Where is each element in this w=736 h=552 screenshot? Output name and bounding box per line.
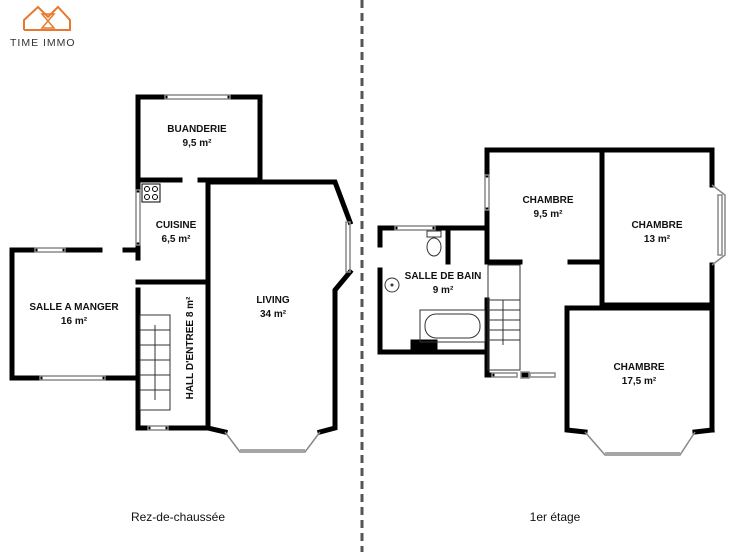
room-name: CHAMBRE <box>522 195 574 206</box>
room-area: 6,5 m² <box>161 234 191 245</box>
first-floor-caption: 1er étage <box>529 510 581 524</box>
room-area: 9,5 m² <box>533 209 563 220</box>
room-name: SALLE DE BAIN <box>404 271 482 282</box>
room-chambre-2: CHAMBRE 13 m² <box>631 219 682 247</box>
room-area: 16 m² <box>60 316 88 327</box>
room-buanderie: BUANDERIE 9,5 m² <box>167 123 226 151</box>
toilet-icon <box>426 230 442 257</box>
room-area: 13 m² <box>643 234 671 245</box>
first-floor-windows <box>394 174 726 456</box>
ground-floor-caption: Rez-de-chaussée <box>130 510 226 524</box>
room-salle-de-bain: SALLE DE BAIN 9 m² <box>405 270 482 298</box>
room-chambre-3: CHAMBRE 17,5 m² <box>613 361 664 389</box>
room-area: 9 m² <box>432 285 454 296</box>
room-name: CHAMBRE <box>613 362 665 373</box>
sink-icon <box>384 277 400 293</box>
room-area: 9,5 m² <box>182 138 212 149</box>
room-name: LIVING <box>256 295 290 306</box>
stove-icon <box>141 183 161 203</box>
room-name: SALLE A MANGER <box>29 302 119 313</box>
ground-floor-stairs <box>139 314 171 411</box>
room-cuisine: CUISINE 6,5 m² <box>156 219 197 247</box>
logo-icon <box>23 5 71 31</box>
room-name: CUISINE <box>155 220 197 231</box>
room-area: 17,5 m² <box>621 376 657 387</box>
room-salle-a-manger: SALLE A MANGER 16 m² <box>29 301 118 329</box>
room-area: 34 m² <box>259 309 287 320</box>
bathtub-icon <box>419 309 486 343</box>
room-name: CHAMBRE <box>631 220 683 231</box>
room-chambre-1: CHAMBRE 9,5 m² <box>522 194 573 222</box>
room-name: BUANDERIE <box>167 124 227 135</box>
first-floor-walls <box>377 147 715 435</box>
ground-floor-windows <box>34 94 351 453</box>
first-floor-stairs <box>487 264 521 371</box>
room-hall: HALL D'ENTREE 8 m² <box>185 296 196 400</box>
room-living: LIVING 34 m² <box>256 294 289 322</box>
ground-floor-walls <box>9 94 354 436</box>
brand-name: TIME IMMO <box>10 37 76 49</box>
